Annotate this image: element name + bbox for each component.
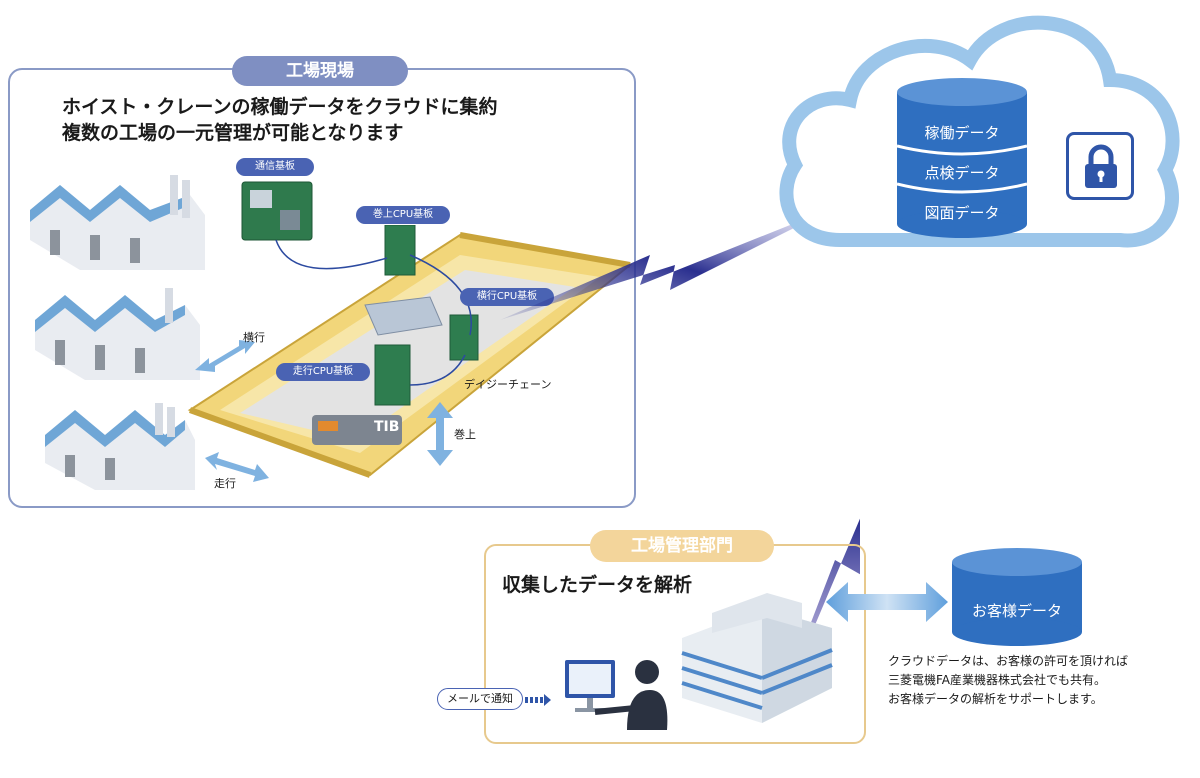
travel-cpu-board-label: 走行CPU基板 — [276, 363, 370, 381]
factory-buildings-illustration — [30, 175, 205, 490]
daisy-chain-label: デイジーチェーン — [464, 378, 552, 391]
database-cylinder-icon — [897, 78, 1027, 238]
traverse-label: 横行 — [243, 331, 265, 344]
site-to-cloud-bolt — [500, 205, 840, 320]
comm-board-label: 通信基板 — [236, 158, 314, 176]
site-headline: ホイスト・クレーンの稼働データをクラウドに集約 複数の工場の一元管理が可能となり… — [62, 94, 497, 146]
office-building — [681, 593, 833, 723]
note-line1: クラウドデータは、お客様の許可を頂ければ — [888, 654, 1129, 668]
cloud-database: 稼働データ 点検データ 図面データ — [897, 78, 1027, 238]
mail-notification-badge: メールで通知 — [437, 688, 523, 710]
tib-device-indicator — [318, 421, 338, 431]
note-line2: 三菱電機FA産業機器株式会社でも共有。 — [888, 673, 1107, 687]
database-cylinder-icon — [952, 548, 1082, 646]
customer-data-note: クラウドデータは、お客様の許可を頂ければ 三菱電機FA産業機器株式会社でも共有。… — [888, 652, 1128, 709]
travel-label: 走行 — [214, 477, 236, 490]
traverse-cpu-board-label: 横行CPU基板 — [460, 288, 554, 306]
bidirectional-arrow-icon — [826, 582, 948, 622]
traverse-arrow-icon — [195, 340, 255, 372]
factory-management-tab: 工場管理部門 — [590, 530, 774, 562]
hoist-cpu-board-label: 巻上CPU基板 — [356, 206, 450, 224]
management-title: 収集したデータを解析 — [502, 574, 693, 596]
comm-cable — [275, 239, 388, 270]
hoist-label: 巻上 — [454, 428, 476, 441]
factory-building — [45, 403, 195, 490]
operator-at-pc — [565, 660, 668, 730]
communication-board — [241, 181, 313, 241]
lock-icon — [1085, 144, 1117, 188]
db-layer-inspection: 点検データ — [924, 164, 1000, 182]
tib-brand-label: TIB — [374, 419, 400, 435]
tib-device: TIB — [312, 415, 402, 445]
site-headline-line1: ホイスト・クレーンの稼働データをクラウドに集約 — [62, 96, 498, 118]
factory-building — [35, 288, 200, 380]
db-layer-operation: 稼働データ — [924, 124, 1000, 142]
site-headline-line2: 複数の工場の一元管理が可能となります — [62, 122, 404, 144]
note-line3: お客様データの解析をサポートします。 — [888, 692, 1103, 706]
hoist-arrow-icon — [427, 402, 453, 466]
db-layer-drawing: 図面データ — [924, 204, 1000, 222]
factory-site-tab: 工場現場 — [232, 56, 408, 86]
travel-arrow-icon — [205, 452, 269, 482]
security-badge — [1066, 132, 1134, 200]
customer-database: お客様データ — [952, 548, 1082, 648]
factory-building — [30, 175, 205, 270]
dotted-arrow-icon — [525, 694, 551, 706]
customer-db-label: お客様データ — [971, 602, 1062, 620]
